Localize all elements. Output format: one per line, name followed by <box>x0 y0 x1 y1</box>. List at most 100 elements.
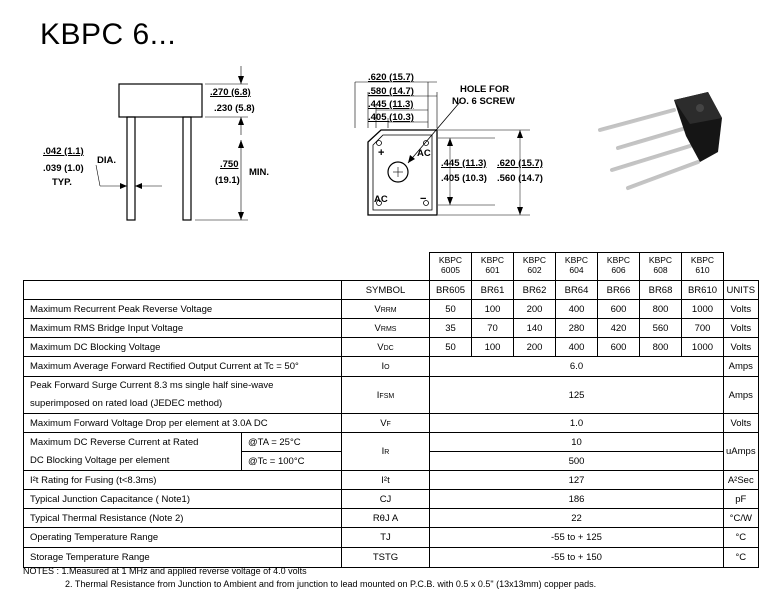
height-dim-3: .620 (15.7) <box>497 158 543 169</box>
br-cell: BR66 <box>597 280 640 300</box>
value-cell: 22 <box>429 508 724 528</box>
param-desc: Storage Temperature Range <box>23 547 342 568</box>
table-row-vdc: Maximum DC Blocking Voltage VDC 50 100 2… <box>23 337 759 357</box>
height-min-dim: .230 (5.8) <box>214 103 255 114</box>
value-cell: 1.0 <box>429 413 724 433</box>
value-cell: 186 <box>429 489 724 509</box>
value-cell: 200 <box>513 337 556 357</box>
param-symbol: VF <box>341 413 430 433</box>
value-cell: 6.0 <box>429 356 724 377</box>
br-cell: BR61 <box>471 280 514 300</box>
unit-cell: uAmps <box>723 432 759 471</box>
value-cell: 560 <box>639 318 682 338</box>
param-symbol: VDC <box>341 337 430 357</box>
typ-label: TYP. <box>52 177 72 188</box>
width-dim-3: .445 (11.3) <box>368 99 414 110</box>
value-cell: 50 <box>429 337 472 357</box>
table-row-cj: Typical Junction Capacitance ( Note1) CJ… <box>23 489 759 509</box>
unit-cell: °C <box>723 547 759 568</box>
param-desc: Maximum RMS Bridge Input Voltage <box>23 318 342 338</box>
param-desc: Maximum Average Forward Rectified Output… <box>23 356 342 377</box>
page-title: KBPC 6... <box>40 18 177 51</box>
br-cell: BR68 <box>639 280 682 300</box>
symbol-header: SYMBOL <box>341 280 430 300</box>
value-cell: 1000 <box>681 299 724 319</box>
param-symbol: TJ <box>341 527 430 548</box>
min-label: MIN. <box>249 167 270 178</box>
param-symbol: RθJ A <box>341 508 430 528</box>
height-dim-4: .560 (14.7) <box>497 173 543 184</box>
param-desc: Typical Junction Capacitance ( Note1) <box>23 489 342 509</box>
br-cell: BR62 <box>513 280 556 300</box>
unit-cell: °C/W <box>723 508 759 528</box>
symbol-row: SYMBOL BR605 BR61 BR62 BR64 BR66 BR68 BR… <box>23 280 759 300</box>
width-dim-4: .405 (10.3) <box>368 112 414 123</box>
param-symbol: CJ <box>341 489 430 509</box>
value-cell: 100 <box>471 299 514 319</box>
hole-label-line1: HOLE FOR <box>460 84 510 95</box>
unit-cell: °C <box>723 527 759 548</box>
param-desc: Maximum Forward Voltage Drop per element… <box>23 413 342 433</box>
lead-dia-min-dim: .039 (1.0) <box>43 163 84 174</box>
hole-label-line2: NO. 6 SCREW <box>452 96 515 107</box>
value-cell: 125 <box>429 376 724 414</box>
value-cell: 420 <box>597 318 640 338</box>
lead-dia-max-dim: .042 (1.1) <box>43 146 84 157</box>
value-cell: 400 <box>555 299 598 319</box>
value-cell: 280 <box>555 318 598 338</box>
value-cell: 70 <box>471 318 514 338</box>
param-desc: Peak Forward Surge Current 8.3 ms single… <box>23 376 342 414</box>
unit-cell: A²Sec <box>723 470 759 490</box>
lead-length-mm-dim: (19.1) <box>215 175 240 186</box>
top-view-drawing <box>354 81 530 216</box>
value-cell: 500 <box>429 451 724 471</box>
ac-terminal-top: AC <box>417 148 431 159</box>
value-cell: 35 <box>429 318 472 338</box>
param-symbol: IO <box>341 356 430 377</box>
unit-cell: Volts <box>723 337 759 357</box>
param-symbol: IFSM <box>341 376 430 414</box>
value-cell: 140 <box>513 318 556 338</box>
value-cell: 200 <box>513 299 556 319</box>
minus-terminal: − <box>420 193 427 205</box>
param-desc: Maximum DC Blocking Voltage <box>23 337 342 357</box>
height-max-dim: .270 (6.8) <box>210 87 251 98</box>
product-photo <box>598 92 722 190</box>
note-2: 2. Thermal Resistance from Junction to A… <box>65 579 597 589</box>
table-row-ifsm: Peak Forward Surge Current 8.3 ms single… <box>23 376 759 414</box>
value-cell: 50 <box>429 299 472 319</box>
value-cell: 700 <box>681 318 724 338</box>
unit-cell: Volts <box>723 413 759 433</box>
param-desc: Typical Thermal Resistance (Note 2) <box>23 508 342 528</box>
value-cell: 800 <box>639 337 682 357</box>
note-1: NOTES : 1.Measured at 1 MHz and applied … <box>23 566 307 576</box>
value-cell: 800 <box>639 299 682 319</box>
value-cell: -55 to + 150 <box>429 547 724 568</box>
br-cell: BR64 <box>555 280 598 300</box>
lead-length-in-dim: .750 <box>220 159 239 170</box>
value-cell: 400 <box>555 337 598 357</box>
value-cell: 100 <box>471 337 514 357</box>
param-desc: Maximum Recurrent Peak Reverse Voltage <box>23 299 342 319</box>
unit-cell: Amps <box>723 356 759 377</box>
dia-label: DIA. <box>97 155 116 166</box>
width-dim-1: .620 (15.7) <box>368 72 414 83</box>
table-row-i2t: I²t Rating for Fusing (t<8.3ms) I²t 127 … <box>23 470 759 490</box>
value-cell: 600 <box>597 337 640 357</box>
condition-cell: @TA = 25°C <box>241 432 342 452</box>
param-desc: I²t Rating for Fusing (t<8.3ms) <box>23 470 342 490</box>
unit-cell: Volts <box>723 299 759 319</box>
value-cell: 127 <box>429 470 724 490</box>
width-dim-2: .580 (14.7) <box>368 86 414 97</box>
side-view-drawing <box>95 66 248 221</box>
